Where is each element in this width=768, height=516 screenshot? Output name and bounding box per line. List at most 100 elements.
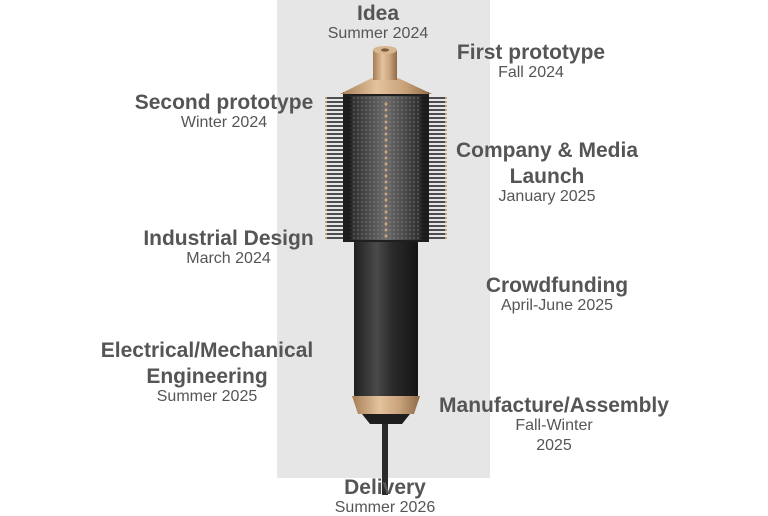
center-dot — [384, 138, 388, 142]
bristle-tip — [324, 124, 328, 128]
top-cone — [340, 78, 432, 94]
top-knob — [373, 50, 397, 80]
center-dot — [384, 150, 388, 154]
bristle-tip — [324, 212, 328, 216]
bristle-tip — [444, 176, 448, 180]
bristle-tip — [444, 112, 448, 116]
center-dot — [384, 192, 388, 196]
bristle-tip — [444, 184, 448, 188]
bristle-tip — [444, 204, 448, 208]
bristle-tip — [444, 136, 448, 140]
milestone-first-prototype: First prototype Fall 2024 — [456, 41, 606, 81]
center-dot — [384, 126, 388, 130]
bristle-tip — [444, 172, 448, 176]
bristle-tip — [444, 120, 448, 124]
center-dot — [384, 114, 388, 118]
bristle-tip — [444, 168, 448, 172]
bristle-tip — [324, 140, 328, 144]
center-dot — [384, 174, 388, 178]
bristle-tip — [444, 228, 448, 232]
bristle-tip — [324, 192, 328, 196]
bristle-tip — [324, 104, 328, 108]
center-dot — [384, 180, 388, 184]
milestone-manufacture-assembly: Manufacture/Assembly Fall-Winter 2025 — [439, 394, 669, 454]
bristle-tip — [324, 100, 328, 104]
bristle-tip — [444, 100, 448, 104]
bristle-tip — [444, 140, 448, 144]
center-dot — [384, 186, 388, 190]
bristle-tip — [324, 200, 328, 204]
milestone-crowdfunding: Crowdfunding April-June 2025 — [485, 274, 629, 314]
center-dots — [384, 102, 388, 238]
bristle-tip — [444, 192, 448, 196]
milestone-delivery: Delivery Summer 2026 — [334, 476, 436, 516]
bristle-tip — [444, 160, 448, 164]
bristle-tip — [444, 132, 448, 136]
bristle-tip — [324, 204, 328, 208]
bristle-tip — [324, 236, 328, 240]
bristle-tip — [324, 216, 328, 220]
bristle-tip — [444, 152, 448, 156]
bristle-tip — [324, 164, 328, 168]
bristle-tip — [324, 176, 328, 180]
bristle-tip — [324, 96, 328, 100]
bristle-tip — [324, 208, 328, 212]
bristle-tip — [444, 128, 448, 132]
bristle-tip — [324, 160, 328, 164]
bristle-tip — [444, 156, 448, 160]
bristle-tip — [324, 136, 328, 140]
bristle-tip — [324, 172, 328, 176]
bristle-tip — [444, 232, 448, 236]
center-dot — [384, 168, 388, 172]
center-dot — [384, 120, 388, 124]
milestone-company-media-launch: Company & Media Launch January 2025 — [455, 139, 639, 205]
bristle-tip — [324, 188, 328, 192]
bristle-tip — [444, 148, 448, 152]
bristle-tip — [444, 216, 448, 220]
bristle-tip — [444, 164, 448, 168]
bristle-tip — [324, 148, 328, 152]
bristle-tip — [324, 132, 328, 136]
bristle-tip — [444, 188, 448, 192]
center-dot — [384, 234, 388, 238]
center-dot — [384, 216, 388, 220]
gold-ring — [352, 396, 420, 414]
bristle-tip — [444, 124, 448, 128]
bristle-tip — [324, 152, 328, 156]
bristle-tip — [444, 200, 448, 204]
bristle-tip — [324, 220, 328, 224]
bristle-tip — [324, 120, 328, 124]
bristle-tip — [324, 144, 328, 148]
center-dot — [384, 132, 388, 136]
power-cord — [382, 420, 388, 495]
milestone-electrical-mechanical-engineering: Electrical/Mechanical Engineering Summer… — [100, 339, 314, 405]
center-dot — [384, 204, 388, 208]
bristle-tip — [324, 228, 328, 232]
milestone-second-prototype: Second prototype Winter 2024 — [134, 91, 314, 131]
center-dot — [384, 156, 388, 160]
bristle-tip — [324, 128, 328, 132]
bristle-tip — [444, 104, 448, 108]
center-dot — [384, 144, 388, 148]
bristle-tip — [324, 196, 328, 200]
bristle-tip — [324, 116, 328, 120]
bristle-tip — [444, 212, 448, 216]
bristle-tip — [324, 156, 328, 160]
center-dot — [384, 108, 388, 112]
bristle-tip — [324, 180, 328, 184]
bristle-tip — [444, 224, 448, 228]
bristle-tip — [324, 108, 328, 112]
bristle-tip — [324, 184, 328, 188]
milestone-idea: Idea Summer 2024 — [327, 2, 429, 42]
bristle-tip — [444, 144, 448, 148]
bristle-tip — [444, 116, 448, 120]
center-dot — [384, 162, 388, 166]
bristle-tip — [444, 96, 448, 100]
handle-body — [354, 240, 418, 398]
milestone-industrial-design: Industrial Design March 2024 — [143, 227, 314, 267]
bristles — [324, 96, 448, 240]
bristle-tip — [324, 224, 328, 228]
center-dot — [384, 102, 388, 106]
bristle-tip — [324, 168, 328, 172]
